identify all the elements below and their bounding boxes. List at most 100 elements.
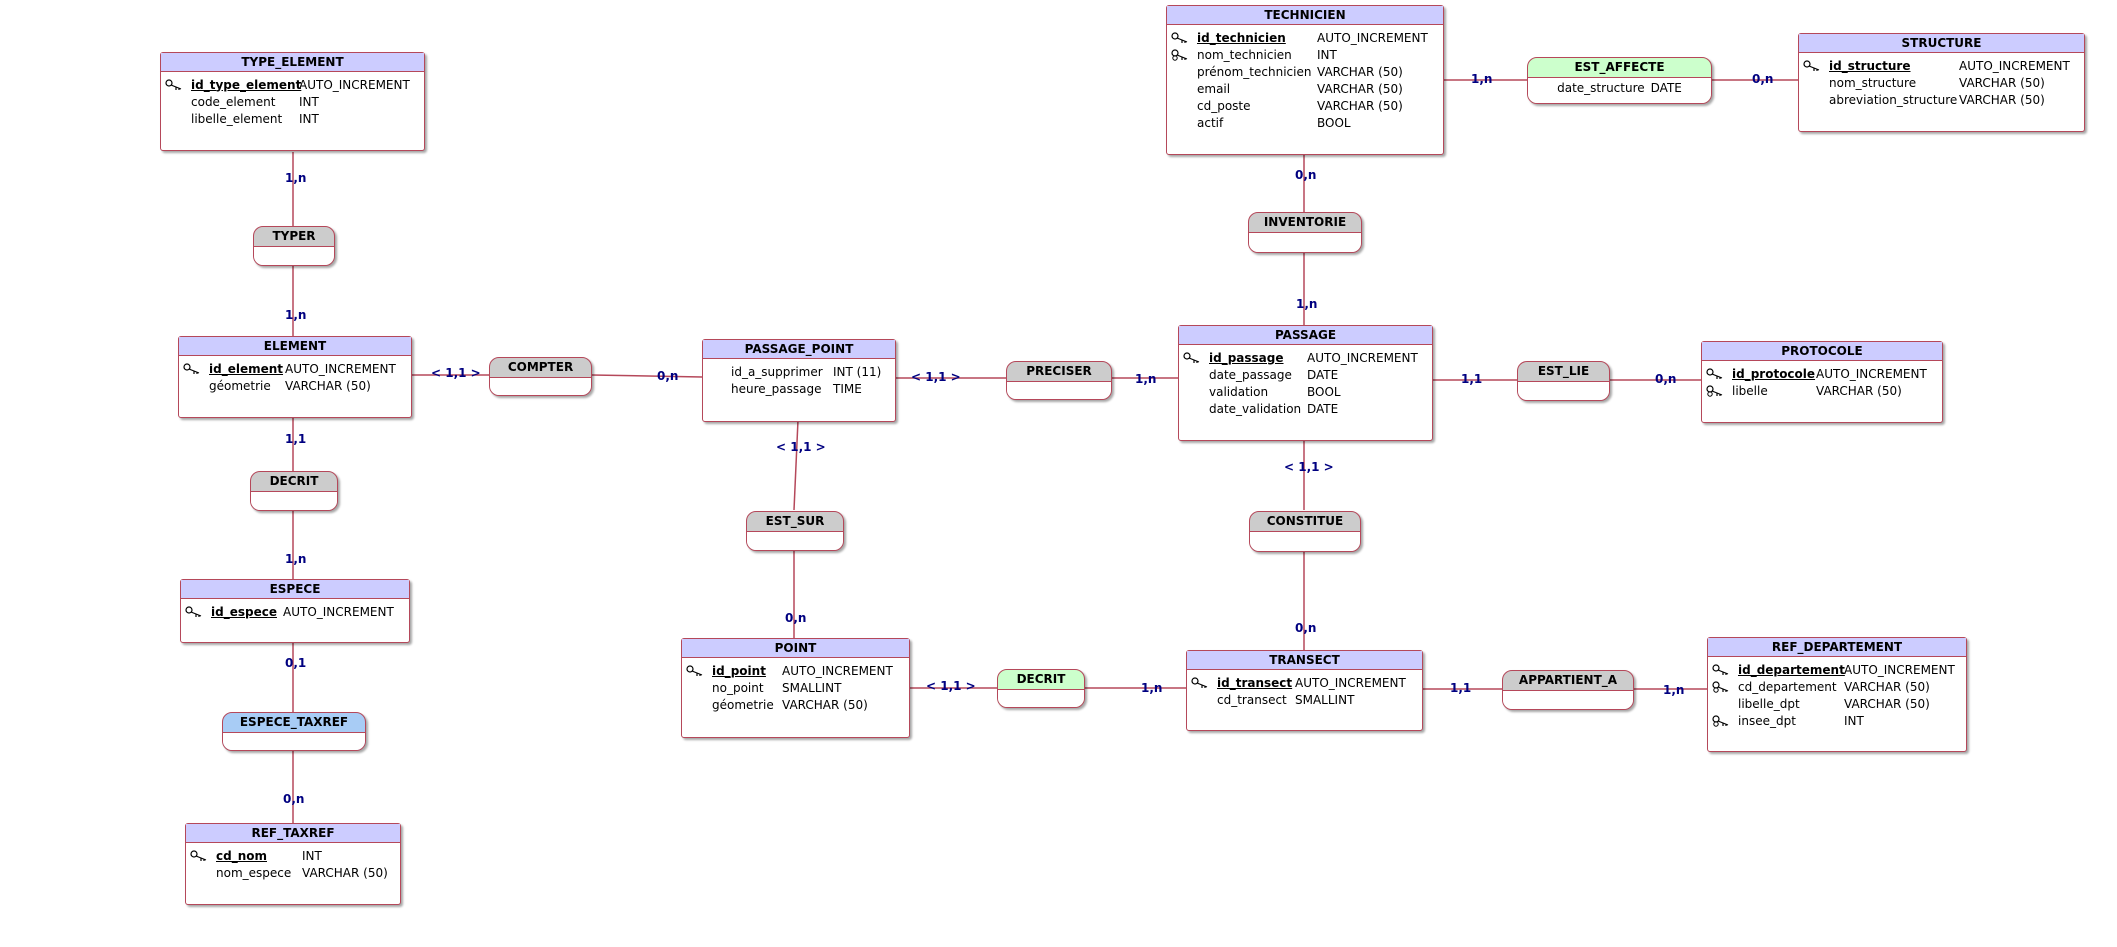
relation-body: [251, 492, 337, 510]
cardinality-label: < 1,1 >: [431, 366, 481, 380]
attribute-name: date_passage: [1209, 367, 1292, 382]
relation-body: [998, 690, 1084, 707]
relation-title: APPARTIENT_A: [1503, 671, 1633, 691]
attribute-type: AUTO_INCREMENT: [283, 604, 394, 619]
entity-title: PASSAGE_POINT: [703, 340, 895, 359]
cardinality-label: 1,n: [285, 171, 307, 185]
cardinality-label: 1,n: [1135, 372, 1157, 386]
attribute-name: libelle: [1732, 383, 1768, 398]
attribute-name: id_espece: [211, 604, 277, 619]
key-icon: [190, 849, 216, 862]
attribute-type: BOOL: [1307, 384, 1341, 399]
relation-title: ESPECE_TAXREF: [223, 713, 365, 733]
cardinality-label: 0,n: [283, 792, 305, 806]
cardinality-label: < 1,1 >: [926, 679, 976, 693]
relation-appartient-a[interactable]: APPARTIENT_A: [1502, 670, 1634, 710]
attribute-name: nom_technicien: [1197, 47, 1292, 62]
entity-title: ESPECE: [181, 580, 409, 599]
attribute-type: AUTO_INCREMENT: [1844, 662, 1955, 677]
relation-body: [223, 733, 365, 750]
relation-title: EST_AFFECTE: [1528, 58, 1711, 78]
relation-title: TYPER: [254, 227, 334, 247]
relation-title: CONSTITUE: [1250, 512, 1360, 532]
entity-title: STRUCTURE: [1799, 34, 2084, 53]
cardinality-label: 0,n: [1752, 72, 1774, 86]
attribute-type: SMALLINT: [782, 680, 842, 695]
relation-typer[interactable]: TYPER: [253, 226, 335, 266]
relation-body: [254, 247, 334, 265]
cardinality-label: 1,n: [285, 308, 307, 322]
relation-inventorie[interactable]: INVENTORIE: [1248, 212, 1362, 253]
relation-body: [1007, 382, 1111, 399]
cardinality-label: 0,1: [285, 656, 307, 670]
relation-est-lie[interactable]: EST_LIE: [1517, 361, 1610, 401]
attribute-type: VARCHAR (50): [1844, 679, 1930, 694]
attribute-name: id_element: [209, 361, 284, 376]
relation-decrit-right[interactable]: DECRIT: [997, 669, 1085, 708]
relation-constitue[interactable]: CONSTITUE: [1249, 511, 1361, 552]
attribute-type: VARCHAR (50): [1317, 81, 1403, 96]
relation-preciser[interactable]: PRECISER: [1006, 361, 1112, 400]
attribute-type: VARCHAR (50): [1317, 98, 1403, 113]
attribute-name: id_passage: [1209, 350, 1284, 365]
relation-title: EST_SUR: [747, 512, 843, 532]
key-icon: [183, 362, 209, 375]
attribute-row: libelle VARCHAR (50): [1706, 382, 1936, 399]
attribute-type: DATE: [1307, 367, 1339, 382]
relation-decrit-left[interactable]: DECRIT: [250, 471, 338, 511]
cardinality-label: 1,1: [285, 432, 307, 446]
attribute-type: VARCHAR (50): [1816, 383, 1902, 398]
cardinality-label: 1,n: [1296, 297, 1318, 311]
relation-est-sur[interactable]: EST_SUR: [746, 511, 844, 551]
attribute-type: SMALLINT: [1295, 692, 1355, 707]
cardinality-label: 0,n: [1295, 621, 1317, 635]
key-icon: [1171, 31, 1197, 44]
attribute-name: cd_poste: [1197, 98, 1251, 113]
attribute-name: nom_structure: [1829, 75, 1917, 90]
attribute-type: VARCHAR (50): [1844, 696, 1930, 711]
attribute-type: INT: [1317, 47, 1337, 62]
entity-title: TYPE_ELEMENT: [161, 53, 424, 72]
key-icon: [185, 605, 211, 618]
entity-espece[interactable]: ESPECE id_espece AUTO_INCREMENT: [180, 579, 410, 643]
unique-key-icon: [1712, 680, 1738, 693]
cardinality-label: 1,n: [1471, 72, 1493, 86]
relation-title: PRECISER: [1007, 362, 1111, 382]
cardinality-label: < 1,1 >: [1284, 460, 1334, 474]
attribute-name: libelle_element: [191, 111, 283, 126]
attribute-name: date_structure: [1557, 81, 1645, 95]
attribute-type: VARCHAR (50): [285, 378, 371, 393]
key-icon: [165, 78, 191, 91]
cardinality-label: 0,n: [785, 611, 807, 625]
relation-espece-taxref[interactable]: ESPECE_TAXREF: [222, 712, 366, 751]
relation-compter[interactable]: COMPTER: [489, 357, 592, 396]
